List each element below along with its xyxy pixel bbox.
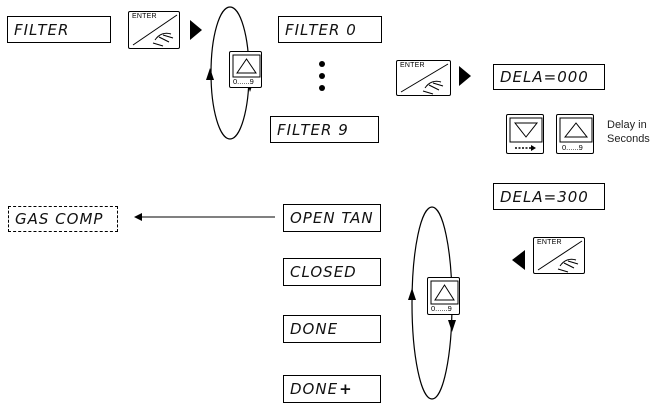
enter-label: ENTER (400, 62, 425, 69)
delay-note-line2: Seconds (607, 133, 650, 145)
display-text: FILTER 9 (277, 120, 349, 139)
display-dela-000: DELA=000 (493, 64, 605, 90)
display-open-tan: OPEN TAN (283, 204, 381, 232)
play-triangle-icon (459, 66, 471, 86)
display-text: DELA=000 (500, 68, 589, 86)
display-text: FILTER 0 (285, 20, 357, 39)
ellipsis-dot (319, 85, 325, 91)
display-text: FILTER (14, 20, 70, 39)
display-text: DONE (290, 380, 339, 398)
display-done-plus: DONE+ (283, 375, 381, 403)
ellipsis-dot (319, 61, 325, 67)
display-filter-9: FILTER 9 (270, 116, 379, 143)
loop-up-arrow-icon (206, 68, 214, 80)
range-label: 0......9 (233, 77, 254, 86)
delay-note: Delay in Seconds (607, 118, 650, 146)
display-text: DONE (290, 320, 339, 338)
up-arrow-key-icon (430, 280, 459, 305)
loop-up-arrow-icon (408, 288, 416, 300)
enter-key-1[interactable]: ENTER (128, 11, 180, 49)
display-text: OPEN TAN (290, 209, 374, 227)
up-key-1[interactable]: 0......9 (229, 51, 262, 88)
down-key[interactable] (506, 114, 544, 154)
display-closed: CLOSED (283, 258, 381, 286)
up-key-2[interactable]: 0......9 (427, 277, 460, 315)
up-arrow-key-icon (232, 54, 261, 78)
enter-key-3[interactable]: ENTER (533, 237, 585, 274)
hand-icon (537, 240, 583, 273)
play-triangle-icon (190, 20, 202, 40)
up-arrow-key-icon (559, 117, 593, 143)
display-dela-300: DELA=300 (493, 183, 605, 210)
loop-down-arrow-icon (448, 320, 456, 332)
enter-label: ENTER (132, 13, 157, 20)
range-label: 0......9 (431, 304, 452, 313)
display-filter-0: FILTER 0 (278, 16, 382, 43)
enter-label: ENTER (537, 239, 562, 246)
hand-icon (132, 14, 178, 47)
display-filter: FILTER (7, 16, 111, 43)
display-text: DELA=300 (500, 187, 589, 206)
left-triangle-icon (512, 250, 525, 270)
range-label: 0......9 (562, 143, 583, 152)
display-done: DONE (283, 315, 381, 343)
up-key-3[interactable]: 0......9 (556, 114, 594, 154)
plus-symbol: + (339, 380, 353, 398)
display-text: CLOSED (290, 263, 357, 281)
display-text: GAS COMP (15, 210, 104, 228)
display-gas-comp: GAS COMP (8, 206, 118, 232)
enter-key-2[interactable]: ENTER (396, 60, 451, 96)
delay-note-line1: Delay in (607, 119, 647, 131)
hand-icon (400, 63, 449, 95)
down-arrow-key-icon (509, 117, 543, 151)
ellipsis-dot (319, 73, 325, 79)
